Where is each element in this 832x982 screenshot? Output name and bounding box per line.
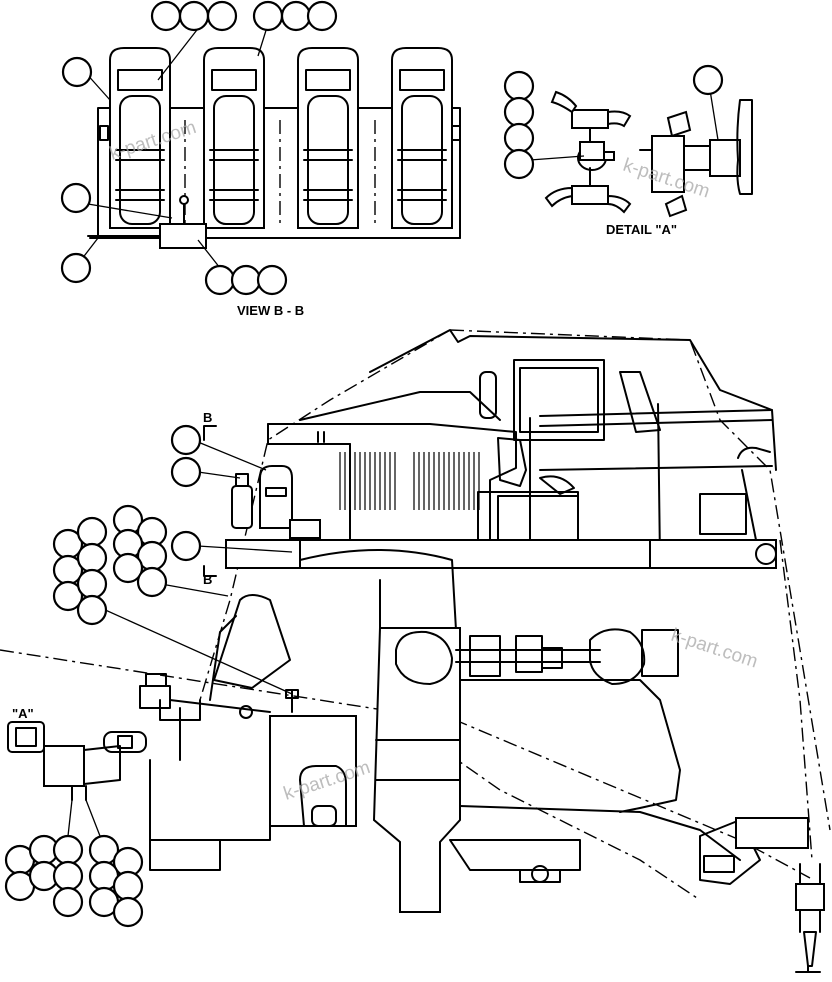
- callout-circle: [61, 56, 93, 88]
- callout-circle: [76, 568, 108, 600]
- callout-circle: [112, 896, 144, 928]
- detail-a-reference: [7, 721, 147, 837]
- detail-a-drawing: [544, 90, 753, 218]
- callout-circle: [150, 0, 182, 32]
- callout-circle: [503, 122, 535, 154]
- callout-circle: [170, 530, 202, 562]
- detail-a-reference-label: "A": [12, 706, 34, 721]
- watermark: k-part.com: [668, 625, 760, 673]
- deck-callouts: [170, 424, 202, 562]
- callout-circle: [170, 424, 202, 456]
- callout-circle: [112, 870, 144, 902]
- section-b-top-label: B: [203, 410, 212, 425]
- callout-circle: [52, 580, 84, 612]
- detail-a-label: DETAIL "A": [606, 222, 677, 237]
- callout-circle: [204, 264, 236, 296]
- view-bb-callouts: [60, 0, 338, 296]
- callout-circle: [692, 64, 724, 96]
- callout-circle: [76, 516, 108, 548]
- view-bb-label: VIEW B - B: [237, 303, 304, 318]
- section-b-bottom-label: B: [203, 572, 212, 587]
- left-callout-cluster: [52, 504, 168, 626]
- callout-circle: [52, 834, 84, 866]
- callout-circle: [503, 70, 535, 102]
- callout-circle: [206, 0, 238, 32]
- lower-callout-cluster: [4, 834, 144, 928]
- callout-circle: [112, 552, 144, 584]
- view-bb-drawing: [87, 47, 461, 249]
- callout-circle: [52, 886, 84, 918]
- callout-circle: [170, 456, 202, 488]
- callout-circle: [230, 264, 262, 296]
- callout-circle: [60, 252, 92, 284]
- callout-circle: [52, 860, 84, 892]
- machine-drawing: [0, 329, 831, 973]
- detail-a-callouts: [503, 64, 724, 180]
- callout-circle: [60, 182, 92, 214]
- callout-circle: [503, 148, 535, 180]
- callout-circle: [76, 542, 108, 574]
- callout-circle: [76, 594, 108, 626]
- callout-circle: [280, 0, 312, 32]
- callout-circle: [136, 566, 168, 598]
- callout-circle: [178, 0, 210, 32]
- callout-circle: [252, 0, 284, 32]
- callout-circle: [503, 96, 535, 128]
- callout-circle: [256, 264, 288, 296]
- callout-circle: [306, 0, 338, 32]
